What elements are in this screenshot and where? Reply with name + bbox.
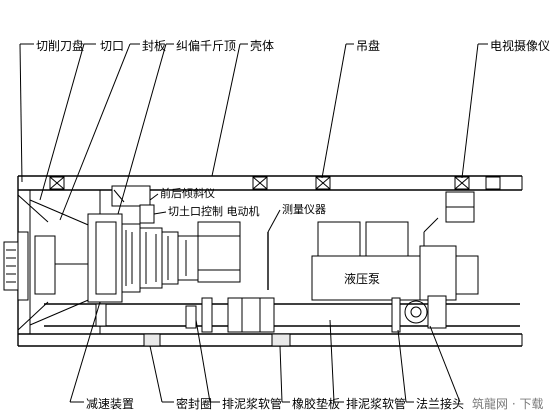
label-seal-ring: 密封圈 bbox=[176, 396, 212, 411]
label-cut-opening: 切口 bbox=[100, 39, 124, 53]
label-survey-instrument: 测量仪器 bbox=[282, 203, 326, 216]
roof-hanger-boxes bbox=[49, 176, 501, 190]
label-mud-hose-2: 排泥浆软管 bbox=[346, 396, 406, 411]
label-tv-camera: 电视摄像仪 bbox=[490, 38, 550, 53]
watermark-text: 筑龍网 · 下载 bbox=[472, 396, 543, 411]
label-hydraulic-pump: 液压泵 bbox=[344, 271, 380, 286]
label-control-motor: 切土口控制 电动机 bbox=[168, 204, 260, 218]
top-leader-lines bbox=[19, 43, 488, 221]
label-shell: 壳体 bbox=[250, 39, 274, 53]
label-flange-joint: 法兰接头 bbox=[416, 396, 464, 411]
reducer-assembly bbox=[87, 213, 241, 303]
survey-instrument-leader bbox=[267, 209, 281, 233]
mud-pipeline bbox=[44, 295, 520, 347]
control-motor-leader bbox=[153, 211, 167, 215]
hydraulic-pump-unit bbox=[311, 217, 479, 301]
label-rubber-pad: 橡胶垫板 bbox=[292, 396, 340, 411]
tilt-meter-leader bbox=[149, 193, 159, 201]
bottom-leader-lines bbox=[69, 301, 461, 403]
label-correction-jack: 纠偏千斤顶 bbox=[176, 38, 236, 53]
label-mud-hose-1: 排泥浆软管 bbox=[222, 396, 282, 411]
tv-camera bbox=[445, 191, 475, 223]
label-hanging-plate: 吊盘 bbox=[356, 38, 380, 53]
label-seal-plate: 封板 bbox=[142, 39, 166, 53]
control-box bbox=[139, 204, 155, 224]
label-cutter-head: 切削刀盘 bbox=[36, 38, 84, 53]
label-reducer: 减速装置 bbox=[86, 397, 134, 411]
tilt-sensor-box bbox=[111, 185, 151, 207]
cutter-head bbox=[3, 194, 101, 331]
label-tilt-meter: 前后倾斜仪 bbox=[160, 186, 215, 200]
